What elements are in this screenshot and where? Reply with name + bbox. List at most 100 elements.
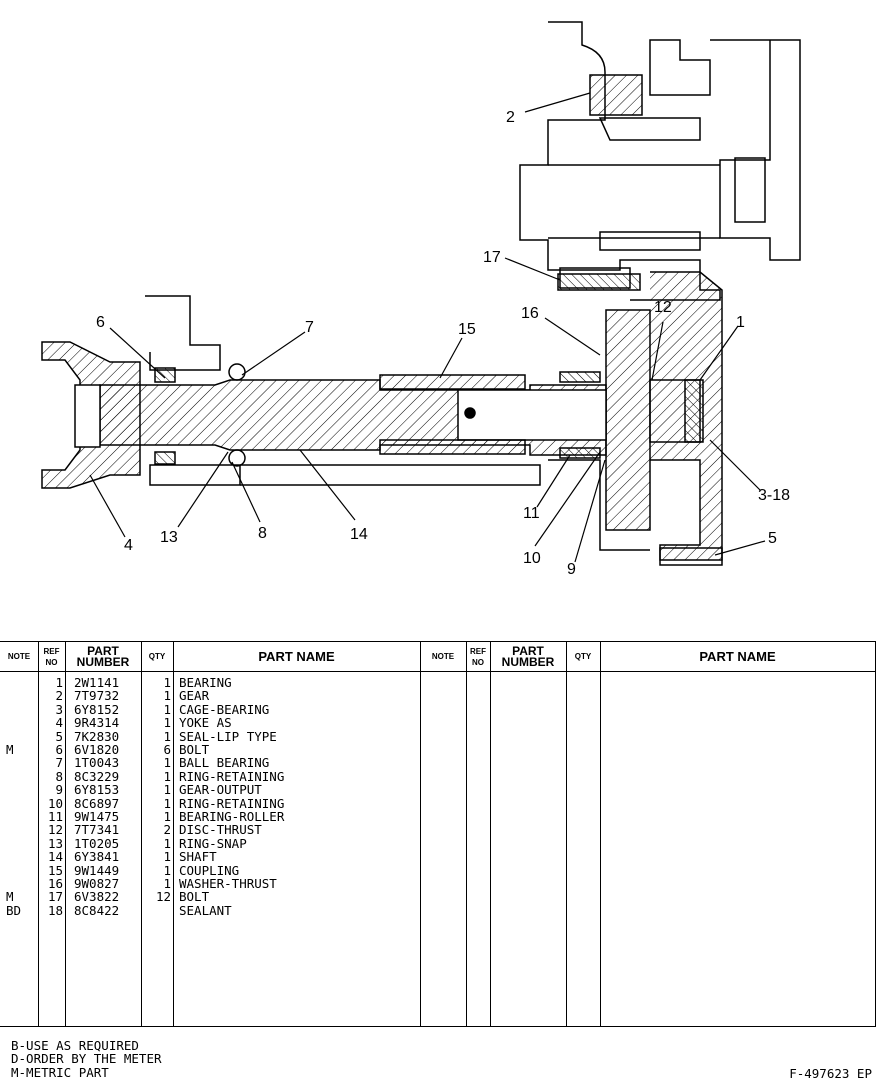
row-part-name: BOLT [179,742,210,757]
row-ref-no: 1 [55,675,63,690]
row-part-name: DISC-THRUST [179,822,262,838]
callout-9: 9 [567,561,576,578]
row-part-number: 2W1141 [74,675,120,690]
header-qty: QTY [141,642,173,672]
row-part-name: SEALANT [179,902,232,918]
callout-10: 10 [523,550,541,567]
row-part-number: 9W1475 [74,809,120,824]
row-ref-no: 9 [55,782,63,798]
callout-1: 1 [736,314,745,331]
row-part-number: 7T9732 [74,688,120,704]
row-qty: 1 [163,795,171,811]
header-part-name-right: PART NAME [600,642,875,672]
row-part-number: 1T0043 [74,755,120,771]
row-part-number: 8C3229 [74,768,120,784]
row-part-name: SEAL-LIP TYPE [179,728,277,744]
row-ref-no: 12 [47,822,63,838]
callout-11: 11 [523,505,540,522]
legend-item: M-METRIC PART [11,1064,109,1080]
row-note: BD [6,902,22,918]
exploded-assembly-diagram: 2 17 16 12 1 6 7 15 3-18 5 4 13 8 14 11 … [41,21,801,578]
row-ref-no: 8 [55,768,63,784]
row-part-number: 8C6897 [74,795,120,811]
row-part-number: 6Y8153 [74,782,120,798]
header-ref-no: REF NO [38,642,65,672]
row-part-name: WASHER-THRUST [179,876,277,891]
callout-8: 8 [258,525,267,542]
callout-3-18: 3-18 [758,487,790,504]
row-qty: 1 [163,715,171,731]
row-qty: 1 [163,809,171,824]
row-qty: 6 [163,742,171,757]
row-part-name: BOLT [179,889,210,905]
coupling-right [734,157,766,223]
header-qty-right: QTY [566,642,600,672]
row-qty: 1 [163,876,171,891]
ball-bearing-7 [228,363,246,381]
row-note: M [6,742,14,757]
header-note: NOTE [0,642,38,672]
output-gear [605,309,651,531]
row-part-number: 8C8422 [74,902,120,918]
callout-15: 15 [458,321,476,338]
row-qty: 1 [163,728,171,744]
seal-5 [154,367,176,383]
row-part-name: GEAR-OUTPUT [179,782,262,798]
row-ref-no: 2 [55,688,63,704]
washer-16 [559,371,601,383]
row-ref-no: 10 [47,795,63,811]
callout-17: 17 [483,249,501,266]
row-part-name: RING-SNAP [179,835,247,851]
row-ref-no: 11 [47,809,63,824]
row-ref-no: 7 [55,755,63,771]
row-qty: 12 [155,889,171,905]
header-note-right: NOTE [420,642,466,672]
row-ref-no: 17 [47,889,63,905]
legend-item: B-USE AS REQUIRED [11,1038,139,1053]
parts-table: NOTE REF NO PART NUMBER QTY PART NAME NO… [0,641,876,1027]
drawing-number: F-497623 EP [789,1066,872,1081]
callout-4: 4 [124,537,133,554]
callout-12: 12 [654,299,672,316]
row-ref-no: 18 [47,902,63,918]
callout-13: 13 [160,529,178,546]
row-ref-no: 5 [55,728,63,744]
row-part-number: 6V1820 [74,742,120,757]
row-part-number: 1T0205 [74,835,120,851]
row-part-name: BEARING [179,675,232,690]
row-part-number: 6Y8152 [74,701,120,717]
row-qty: 1 [163,782,171,798]
gear-2 [589,74,643,116]
row-ref-no: 15 [47,862,63,878]
row-ref-no: 13 [47,835,63,851]
row-part-name: YOKE AS [179,715,232,731]
row-part-name: SHAFT [179,849,217,865]
row-qty: 1 [163,755,171,771]
legend-item: D-ORDER BY THE METER [11,1051,162,1067]
row-ref-no: 6 [55,742,63,757]
row-part-number: 7K2830 [74,728,120,744]
row-qty: 1 [163,768,171,784]
row-part-number: 9R4314 [74,715,120,731]
coupling-15 [379,374,526,390]
row-part-name: CAGE-BEARING [179,701,270,717]
row-part-number: 7T7341 [74,822,120,838]
row-part-name: RING-RETAINING [179,768,285,784]
header-part-number-right: PART NUMBER [490,642,566,672]
row-qty: 1 [163,688,171,704]
row-ref-no: 16 [47,876,63,891]
row-qty: 2 [163,822,171,838]
bolt-17 [557,273,641,291]
callout-7: 7 [305,319,314,336]
callout-14: 14 [350,526,368,543]
callout-16: 16 [521,305,539,322]
row-qty: 1 [163,862,171,878]
row-part-name: RING-RETAINING [179,795,285,811]
row-part-number: 9W0827 [74,876,120,891]
callout-2: 2 [506,109,515,126]
row-ref-no: 14 [47,849,63,865]
row-part-number: 6V3822 [74,889,120,905]
row-note: M [6,889,14,905]
legend: B-USE AS REQUIRED D-ORDER BY THE METER M… [11,1038,162,1080]
header-part-number: PART NUMBER [65,642,141,672]
